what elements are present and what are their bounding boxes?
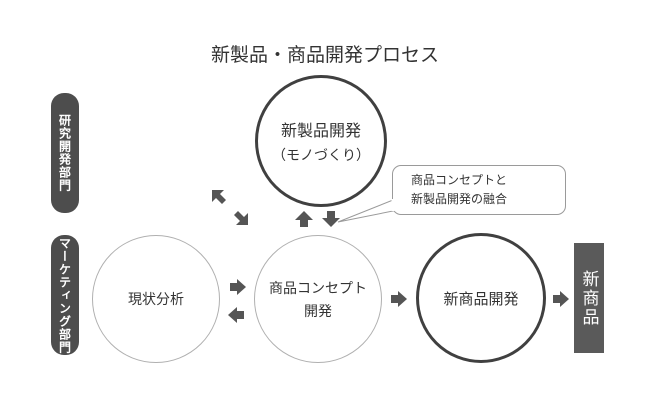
arrow-right-concept-icon	[391, 291, 407, 307]
page-title: 新製品・商品開発プロセス	[210, 44, 439, 66]
arrow-up-icon	[295, 211, 313, 227]
new-goods-label: 新商品	[578, 269, 599, 327]
arrow-down-right-icon	[234, 211, 248, 225]
arrow-down-icon	[322, 211, 340, 227]
arrow-left-concept-icon	[228, 307, 244, 323]
arrow-up-left-icon	[212, 190, 226, 204]
analysis-circle: 現状分析	[92, 235, 220, 363]
callout-line-2: 新製品開発の融合	[411, 192, 508, 206]
callout-box: 商品コンセプトと 新製品開発の融合	[392, 165, 566, 215]
new-goods-development-circle: 新商品開発	[416, 233, 546, 363]
callout-line-1: 商品コンセプトと	[411, 173, 508, 187]
research-department-label: 研究開発部門	[51, 93, 79, 213]
analysis-label: 現状分析	[128, 292, 184, 308]
arrow-right-analysis-icon	[230, 279, 246, 295]
monozukuri-label: （モノづくり）	[272, 148, 370, 164]
concept-development-label: 開発	[304, 303, 332, 320]
arrow-right-new-goods-icon	[553, 291, 569, 307]
new-product-development-label: 新製品開発	[280, 121, 361, 140]
concept-label: 商品コンセプト	[269, 280, 367, 297]
new-goods-box: 新商品	[574, 243, 604, 353]
new-product-development-circle: 新製品開発 （モノづくり）	[255, 75, 387, 207]
marketing-department-text: マーケティング部門	[57, 236, 72, 354]
marketing-department-label: マーケティング部門	[51, 235, 79, 355]
concept-development-circle: 商品コンセプト 開発	[254, 235, 382, 363]
new-goods-development-label: 新商品開発	[443, 289, 519, 308]
research-department-text: 研究開発部門	[57, 114, 72, 192]
